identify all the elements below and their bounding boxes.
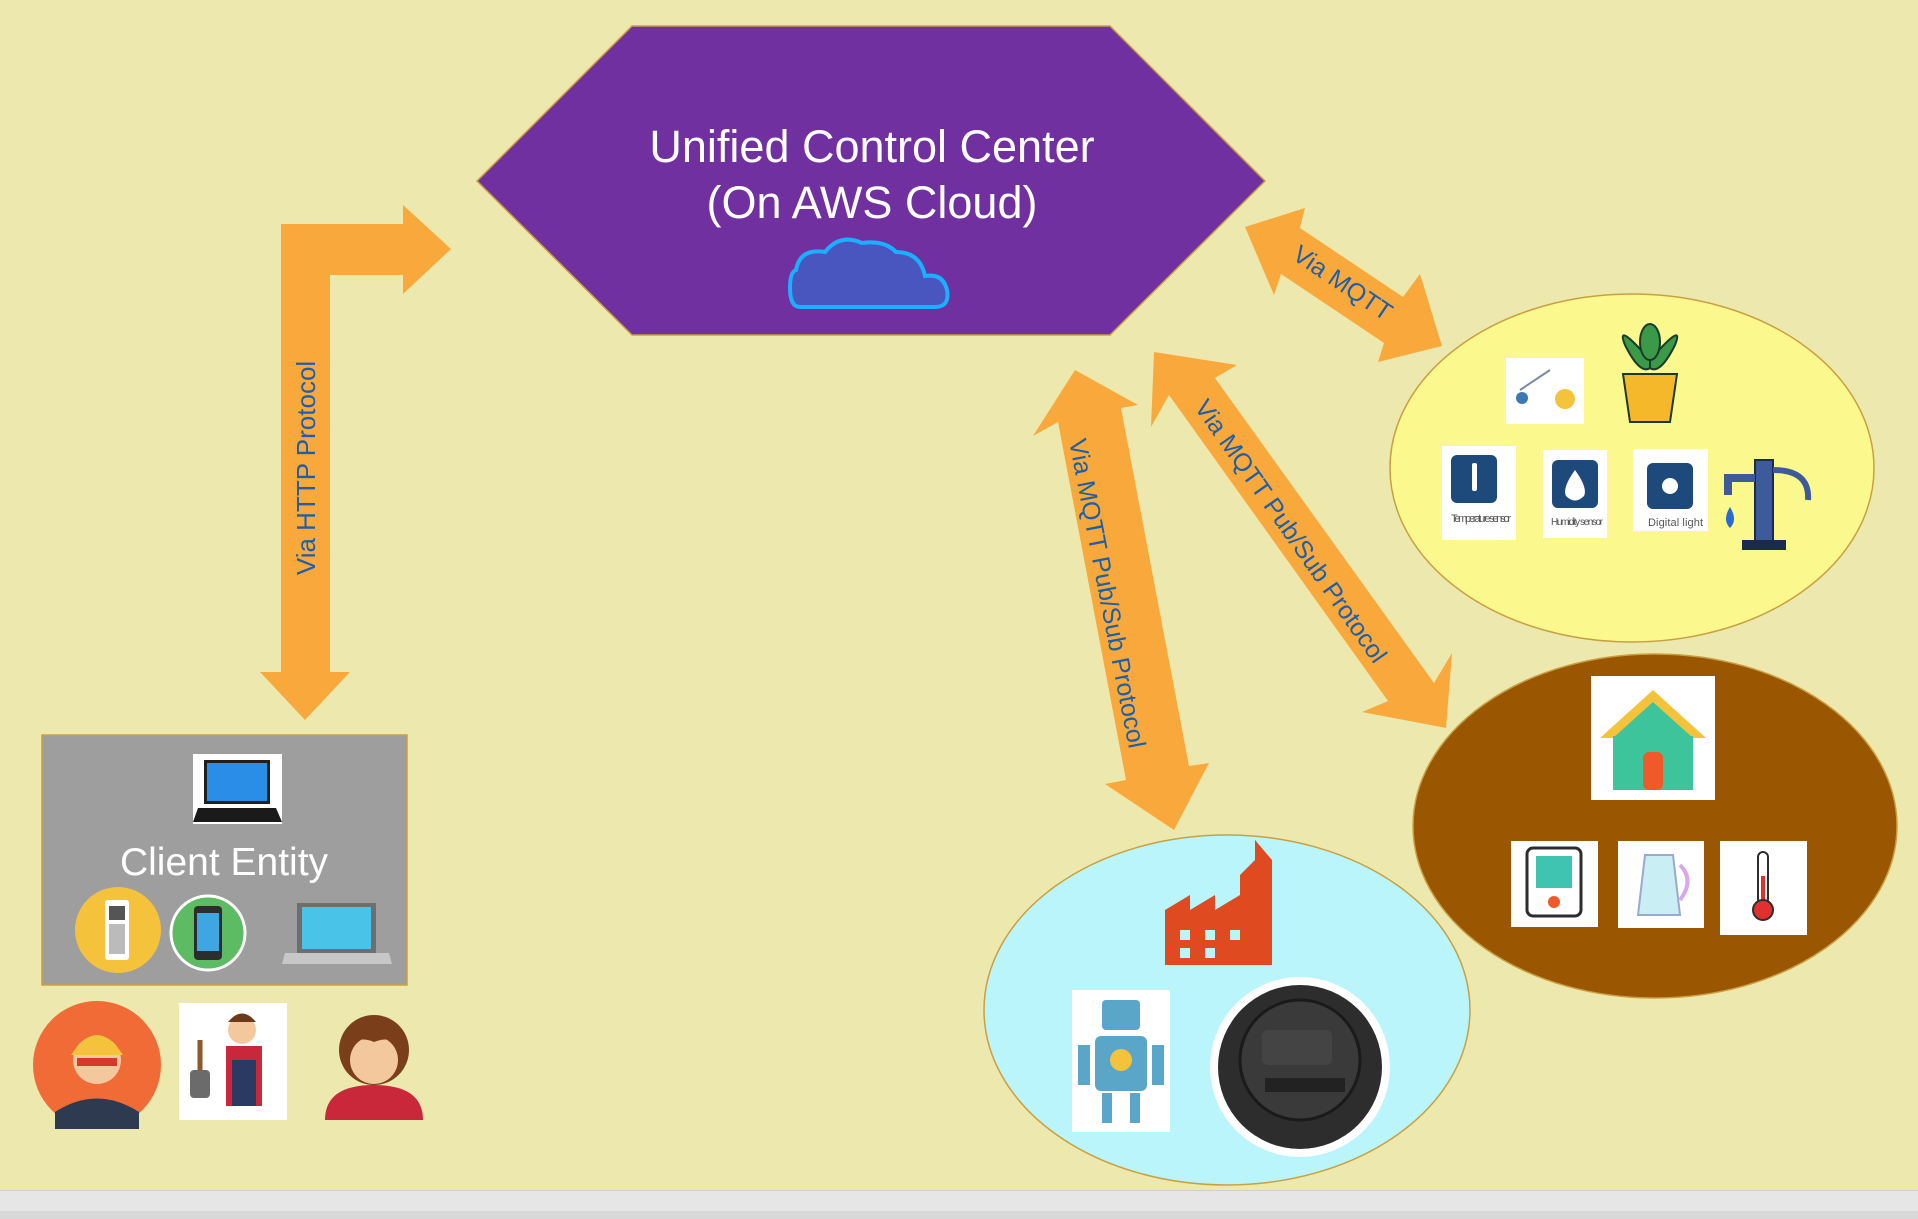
engineer-avatar (33, 1001, 161, 1129)
light-sensor-label: Digital light (1648, 517, 1703, 529)
laptop-open-icon (282, 903, 392, 964)
cloud-icon (787, 237, 950, 309)
factory-icon (1165, 840, 1272, 965)
agriculture-zone: Temperature sensor Humidity sensor Digit… (1389, 293, 1875, 643)
woman-avatar (319, 1003, 430, 1120)
mqtt-pubsub-home-label: Via MQTT Pub/Sub Protocol (1189, 395, 1392, 669)
thermometer-icon (1720, 841, 1807, 935)
mqtt-pubsub-industry-arrow-shape (1033, 370, 1209, 830)
temperature-sensor-label: Temperature sensor (1451, 513, 1511, 525)
mqtt-pubsub-home-arrow-shape (1151, 352, 1452, 728)
control-center-hexagon (475, 25, 1267, 336)
water-pump-icon (1724, 459, 1812, 550)
house-icon (1591, 676, 1715, 800)
control-center-subtitle: (On AWS Cloud) (707, 177, 1038, 228)
sprinkler-icon (1506, 358, 1584, 424)
client-entity-label: Client Entity (120, 841, 329, 884)
temperature-sensor-icon: Temperature sensor (1442, 446, 1516, 540)
http-arrow-label: Via HTTP Protocol (291, 361, 321, 575)
mqtt-pubsub-industry-arrow: Via MQTT Pub/Sub Protocol (1033, 370, 1209, 830)
feature-phone-icon (75, 887, 161, 973)
client-entity: Client Entity (41, 734, 408, 986)
bottom-status-bar (0, 1190, 1918, 1219)
industry-ellipse (983, 834, 1471, 1186)
thermostat-icon (1511, 841, 1598, 927)
http-arrow: Via HTTP Protocol (260, 205, 451, 720)
smartphone-icon (169, 894, 247, 972)
humidity-sensor-label: Humidity sensor (1551, 517, 1604, 528)
horizontal-scrollbar[interactable] (0, 1211, 1918, 1219)
robot-icon (1072, 990, 1170, 1132)
kettle-icon (1618, 841, 1704, 928)
http-arrow-shape (260, 205, 451, 720)
control-center: Unified Control Center (On AWS Cloud) (475, 25, 1267, 336)
mqtt-arrow-shape (1245, 208, 1442, 362)
farmer-avatar (179, 1003, 287, 1120)
plant-icon (1621, 323, 1679, 423)
home-zone (1412, 653, 1898, 999)
mqtt-arrow: Via MQTT (1245, 208, 1442, 362)
light-sensor-icon: Digital light (1633, 449, 1708, 531)
robot-vacuum-icon (1210, 977, 1390, 1157)
humidity-sensor-icon: Humidity sensor (1543, 450, 1607, 538)
control-center-title: Unified Control Center (649, 121, 1094, 172)
laptop-icon (193, 754, 282, 824)
industry-zone (983, 834, 1471, 1186)
